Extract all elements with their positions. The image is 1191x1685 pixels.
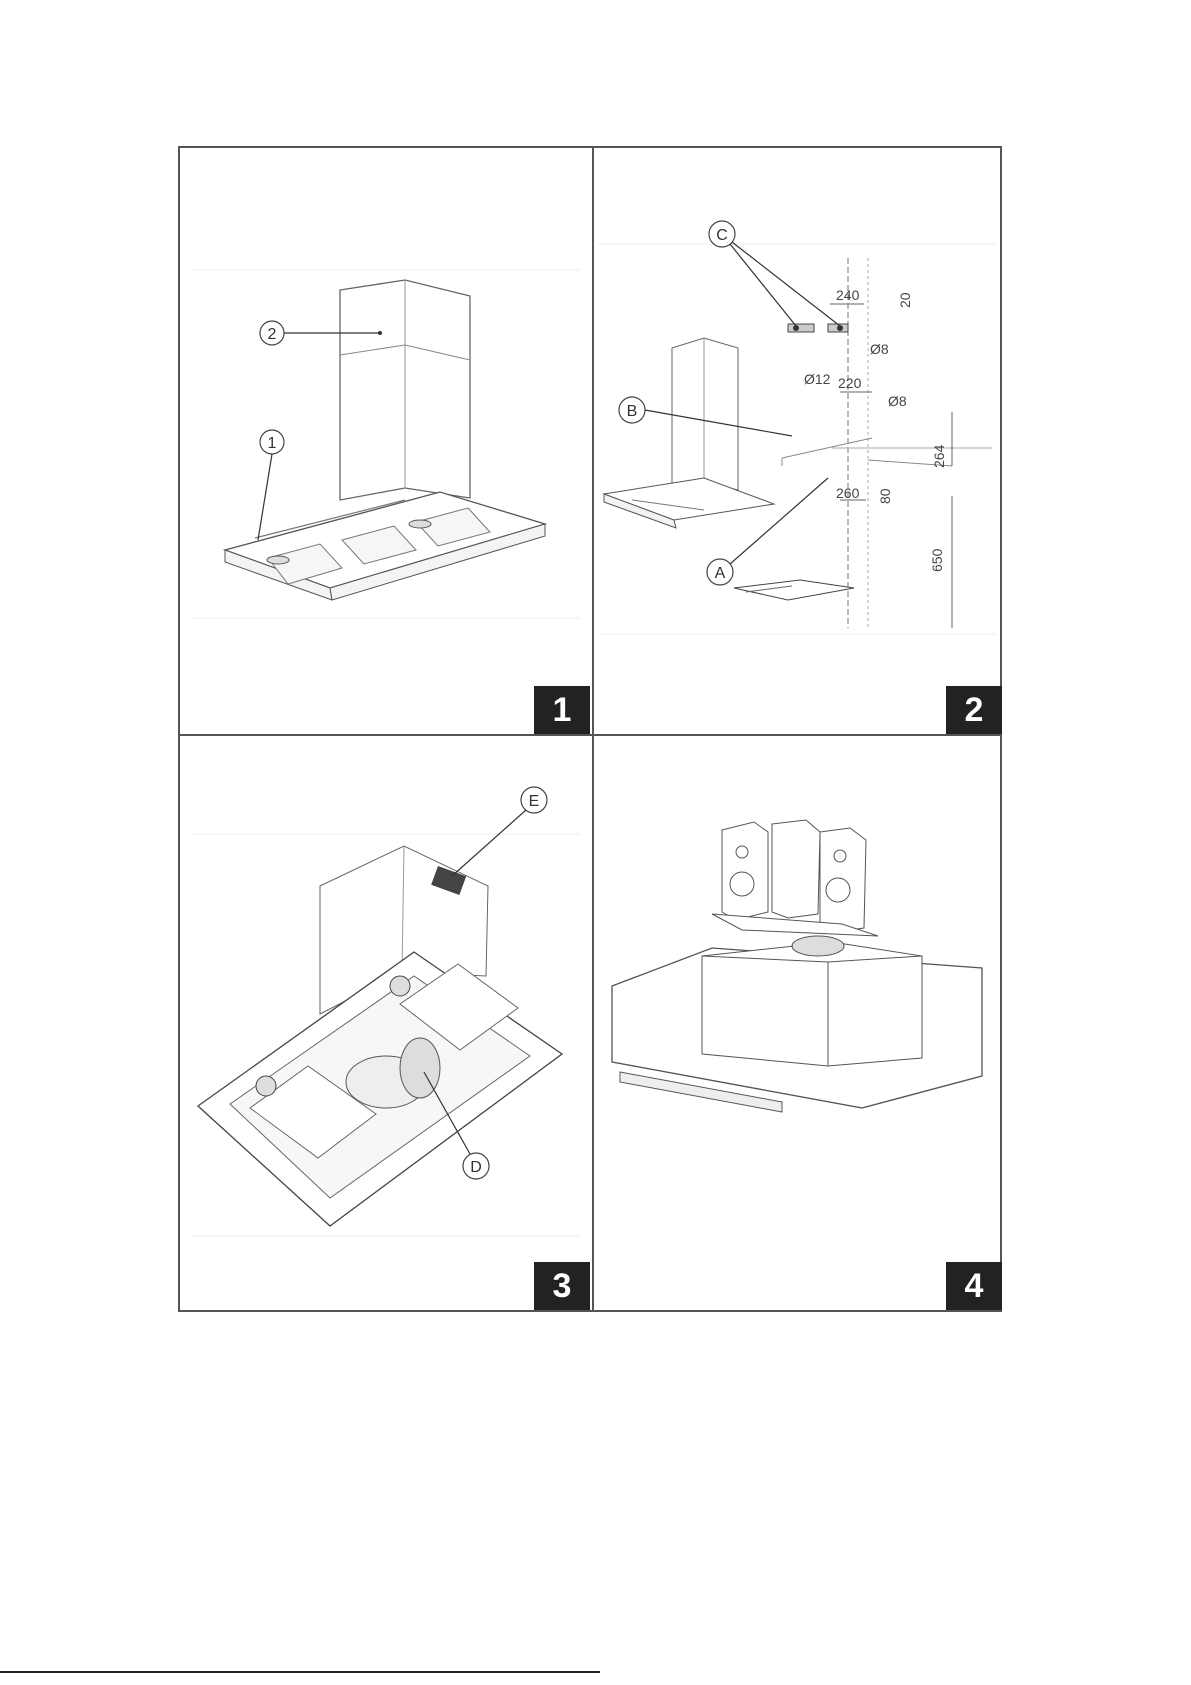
figure-grid: 1 2 1 bbox=[178, 146, 1002, 1312]
motor-mounting-illustration bbox=[592, 736, 1002, 1312]
svg-text:260: 260 bbox=[836, 485, 860, 501]
svg-text:C: C bbox=[716, 227, 728, 244]
svg-text:E: E bbox=[529, 793, 540, 810]
svg-text:Ø8: Ø8 bbox=[888, 393, 907, 409]
svg-text:Ø12: Ø12 bbox=[804, 371, 831, 387]
panel-number-badge: 2 bbox=[946, 686, 1002, 734]
svg-text:Ø8: Ø8 bbox=[870, 341, 889, 357]
panel-4: 4 bbox=[592, 736, 1002, 1312]
panel-number-badge: 4 bbox=[946, 1262, 1002, 1310]
svg-text:B: B bbox=[627, 403, 638, 420]
svg-text:220: 220 bbox=[838, 375, 862, 391]
panel-1: 1 2 1 bbox=[180, 148, 590, 734]
panel-2: 240 20 Ø8 Ø12 220 Ø8 264 260 80 650 A bbox=[592, 148, 1002, 734]
svg-text:650: 650 bbox=[929, 548, 945, 572]
panel-number-badge: 1 bbox=[534, 686, 590, 734]
callout-1: 1 bbox=[258, 430, 284, 540]
page-footer-rule bbox=[0, 1671, 1191, 1673]
panel-number-badge: 3 bbox=[534, 1262, 590, 1310]
svg-text:240: 240 bbox=[836, 287, 860, 303]
callout-E: E bbox=[452, 787, 547, 876]
svg-text:2: 2 bbox=[268, 326, 277, 343]
panel-3: E D 3 bbox=[180, 736, 590, 1312]
hood-front-illustration: 1 2 bbox=[180, 148, 590, 734]
hood-underside-illustration: E D bbox=[180, 736, 590, 1312]
svg-text:A: A bbox=[715, 565, 726, 582]
svg-text:D: D bbox=[470, 1159, 482, 1176]
installation-dimensions-illustration: 240 20 Ø8 Ø12 220 Ø8 264 260 80 650 A bbox=[592, 148, 1002, 734]
svg-text:1: 1 bbox=[268, 435, 277, 452]
svg-text:20: 20 bbox=[897, 292, 913, 308]
svg-text:80: 80 bbox=[877, 488, 893, 504]
svg-text:264: 264 bbox=[931, 444, 947, 468]
callout-C: C bbox=[709, 221, 840, 326]
